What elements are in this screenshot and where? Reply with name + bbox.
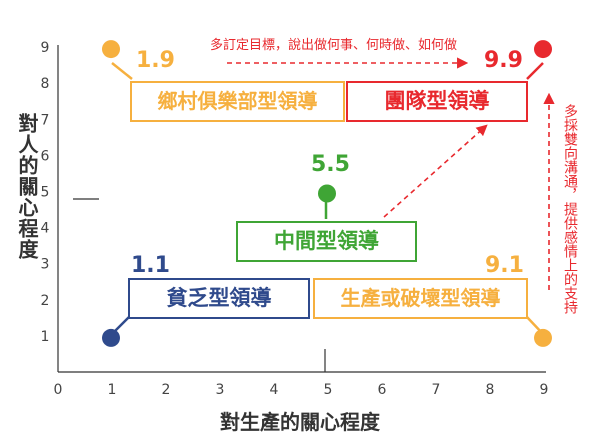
point-middle xyxy=(318,184,336,203)
y-tick-label: 8 xyxy=(41,76,50,92)
x-tick-label: 6 xyxy=(378,382,387,398)
y-tick-label: 1 xyxy=(41,329,50,345)
box-middle: 中間型領導 xyxy=(236,221,417,262)
connector-country-club xyxy=(111,62,133,80)
box-country-club: 鄉村俱樂部型領導 xyxy=(130,81,345,122)
score-middle: 5.5 xyxy=(311,152,350,177)
score-authority: 9.1 xyxy=(485,253,524,278)
x-tick-label: 4 xyxy=(270,382,279,398)
x-tick-label: 0 xyxy=(54,382,63,398)
x-axis-label: 對生產的關心程度 xyxy=(220,410,380,434)
y-axis-label: 對人的關心程度 xyxy=(15,113,39,260)
x-tick-label: 9 xyxy=(540,382,549,398)
box-impoverished: 貧乏型領導 xyxy=(128,278,310,319)
score-impoverished: 1.1 xyxy=(131,253,170,278)
point-authority xyxy=(534,328,552,347)
x-tick-label: 1 xyxy=(108,382,117,398)
x-tick-label: 8 xyxy=(486,382,495,398)
style-points xyxy=(102,40,552,347)
y-tick-label: 7 xyxy=(41,112,50,128)
point-country-club xyxy=(102,40,120,59)
arrows xyxy=(227,57,555,290)
y-tick-label: 9 xyxy=(41,40,50,56)
score-country-club: 1.9 xyxy=(136,48,175,73)
x-tick-label: 5 xyxy=(324,382,333,398)
point-impoverished xyxy=(102,328,120,347)
box-authority: 生產或破壞型領導 xyxy=(313,278,528,319)
y-tick-label: 3 xyxy=(41,257,50,273)
top-arrow-annotation: 多訂定目標，說出做何事、何時做、如何做 xyxy=(210,38,458,53)
arrow-middle-to-team xyxy=(383,124,488,218)
score-team: 9.9 xyxy=(484,48,523,73)
x-tick-label: 3 xyxy=(216,382,225,398)
y-tick-label: 4 xyxy=(41,221,50,237)
y-tick-label: 6 xyxy=(41,148,50,164)
y-tick-label: 2 xyxy=(41,293,50,309)
box-team: 團隊型領導 xyxy=(346,81,528,122)
x-axis-ticks: 0 1 2 3 4 5 6 7 8 9 xyxy=(54,382,549,398)
x-tick-label: 7 xyxy=(432,382,441,398)
connector-team xyxy=(526,62,544,80)
y-tick-label: 5 xyxy=(41,185,50,201)
axes xyxy=(57,45,546,373)
point-team xyxy=(534,40,552,59)
side-arrow-annotation: 多採雙向溝通，提供感情上的支持 xyxy=(562,104,578,314)
x-tick-label: 2 xyxy=(162,382,171,398)
y-axis-ticks: 1 2 3 4 5 6 7 8 9 xyxy=(41,40,50,345)
